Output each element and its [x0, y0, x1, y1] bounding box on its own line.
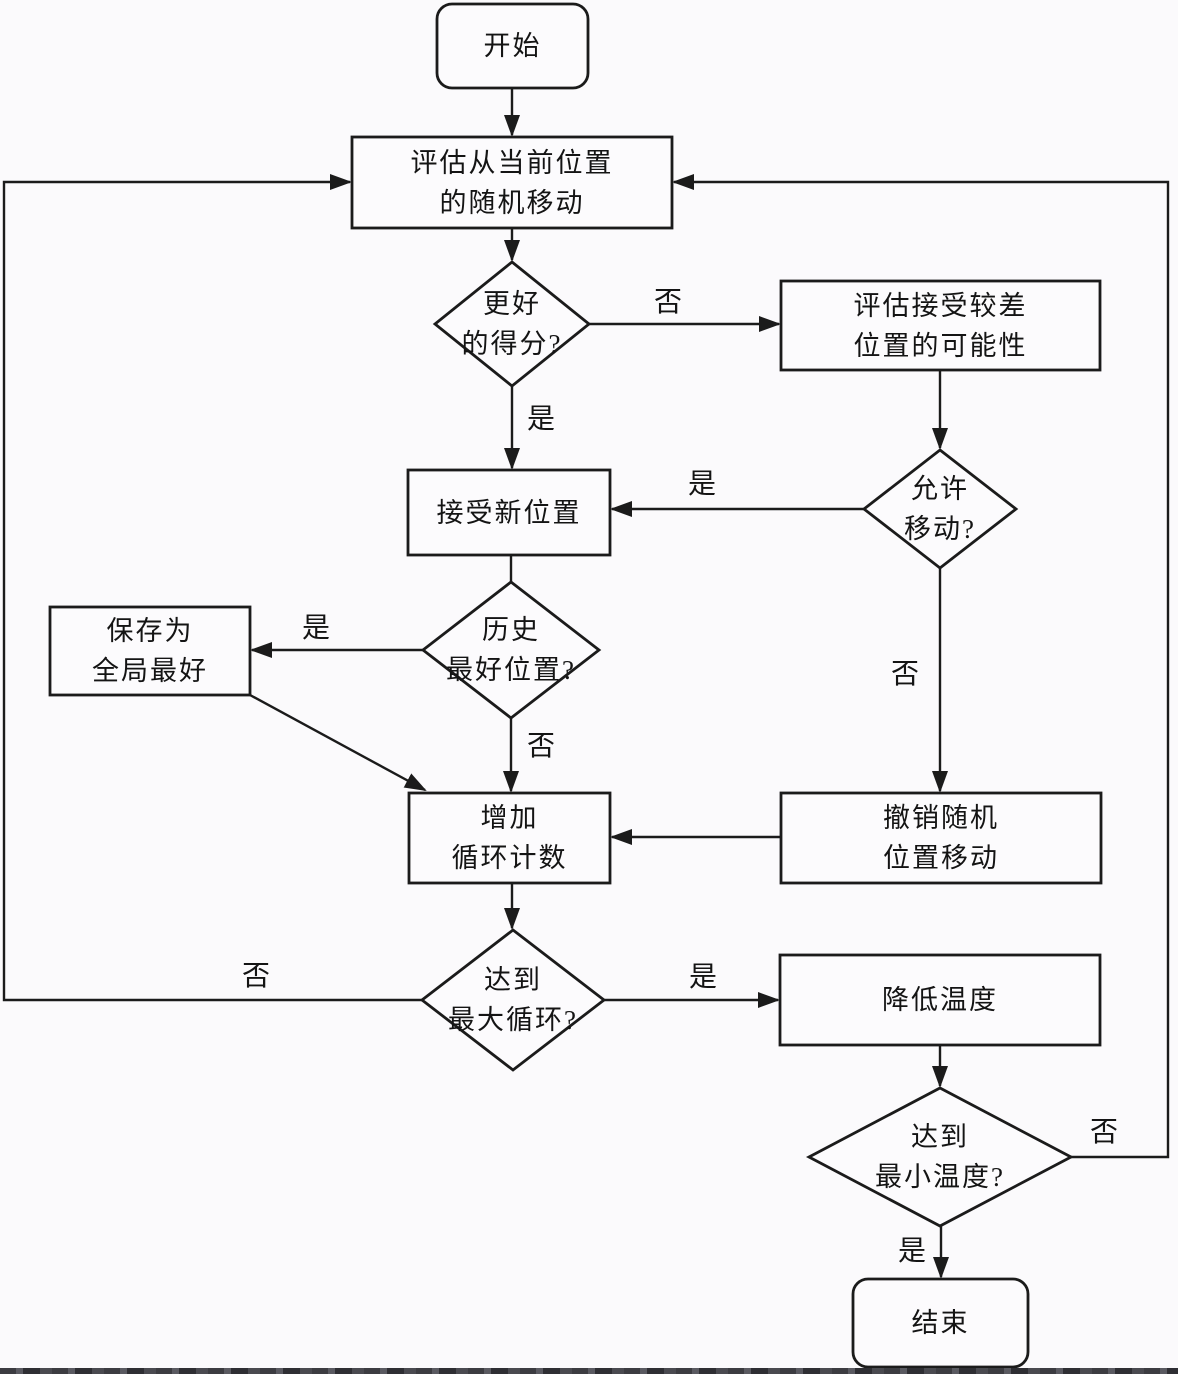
node-shape-evaluate-accept-worse	[779, 279, 1102, 372]
edge-max-loop-no-loopback	[2, 174, 422, 1002]
node-shape-end	[851, 1277, 1030, 1369]
node-shape-better-score	[432, 260, 592, 388]
node-shape-increment-loop-count	[407, 791, 612, 885]
node-shape-historical-best-position	[420, 580, 602, 720]
edge-save-to-increment	[249, 693, 427, 792]
edge-min-temperature-no-loopback	[672, 174, 1170, 1159]
node-shape-save-as-global-best	[48, 605, 252, 697]
edges-group	[2, 88, 1170, 1279]
node-shape-accept-new-position	[406, 468, 612, 557]
node-shape-reached-max-loop	[419, 928, 607, 1072]
node-shape-lower-temperature	[778, 953, 1102, 1047]
nodes-group	[48, 2, 1103, 1369]
node-shape-undo-random-move	[779, 791, 1103, 885]
node-shape-evaluate-random-move	[350, 135, 674, 230]
node-shape-start	[435, 2, 590, 90]
node-shape-allow-move	[861, 448, 1019, 570]
node-shape-reached-min-temperature	[805, 1086, 1075, 1228]
bottom-artifact-band	[0, 1368, 1178, 1374]
